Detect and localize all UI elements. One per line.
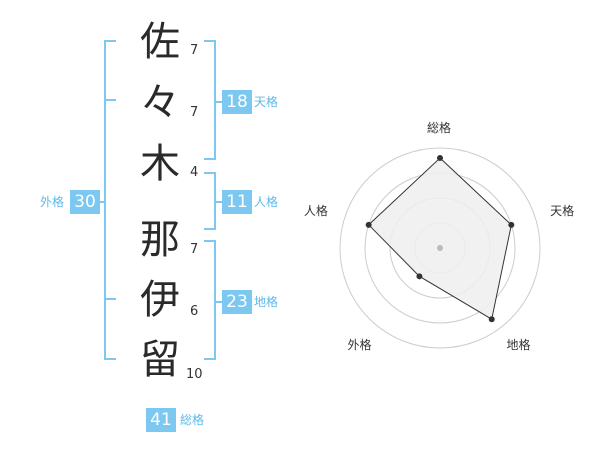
given-char-1: 那: [140, 217, 180, 263]
chikaku-bracket-vertical: [214, 240, 216, 360]
tenkaku-bracket-connector: [214, 101, 222, 103]
chikaku-label: 地格: [254, 295, 279, 309]
stroke-count-given-3: 10: [186, 367, 203, 382]
radar-axis-label-4: 外格: [347, 338, 372, 353]
stroke-count-surname-1: 7: [190, 43, 199, 58]
given-char-3: 留: [140, 337, 180, 383]
outer-bracket-top-tick: [104, 40, 116, 42]
jinkaku-label: 人格: [254, 195, 279, 209]
outer-bracket-connector: [96, 201, 104, 203]
tenkaku-bracket-top: [204, 40, 216, 42]
radar-center-point: [437, 245, 443, 251]
soukaku-label: 総格: [180, 413, 205, 427]
radar-axis-label-3: 地格: [506, 338, 531, 353]
stroke-count-surname-3: 4: [190, 165, 199, 180]
radar-point-5: [365, 221, 372, 228]
stroke-count-given-1: 7: [190, 242, 199, 257]
radar-shape: [365, 155, 515, 323]
gaikaku-score-badge: 30: [70, 190, 100, 214]
radar-point-1: [437, 155, 443, 161]
soukaku-score-badge: 41: [146, 408, 176, 432]
radar-axis-label-5: 人格: [303, 203, 328, 218]
jinkaku-score-badge: 11: [222, 190, 252, 214]
outer-bracket-vertical: [104, 40, 106, 360]
tenkaku-score-badge: 18: [222, 90, 252, 114]
chikaku-bracket-bottom: [204, 358, 216, 360]
surname-char-3: 木: [140, 141, 180, 187]
radar-axis-label-1: 総格: [427, 121, 452, 135]
chikaku-bracket-top: [204, 240, 216, 242]
outer-bracket-mid-tick-1: [104, 99, 116, 101]
jinkaku-bracket-bottom: [204, 228, 216, 230]
tenkaku-bracket-bottom: [204, 158, 216, 160]
radar-point-3: [488, 316, 495, 323]
radar-axis-label-2: 天格: [550, 203, 575, 218]
radar-polygon: [367, 157, 512, 320]
gaikaku-label: 外格: [40, 195, 65, 209]
jinkaku-bracket-connector: [214, 201, 222, 203]
tenkaku-bracket-vertical: [214, 40, 216, 160]
given-char-2: 伊: [140, 277, 180, 323]
radar-point-4: [416, 273, 423, 280]
chikaku-bracket-connector: [214, 301, 222, 303]
surname-char-2: 々: [140, 80, 180, 126]
radar-point-2: [508, 221, 515, 228]
jinkaku-bracket-top: [204, 172, 216, 174]
radar-ring-4: [339, 147, 541, 349]
outer-bracket-bottom-tick: [104, 358, 116, 360]
stroke-count-given-2: 6: [190, 304, 199, 319]
surname-char-1: 佐: [140, 19, 180, 65]
outer-bracket-mid-tick-2: [104, 298, 116, 300]
tenkaku-label: 天格: [254, 95, 279, 109]
stroke-count-surname-2: 7: [190, 105, 199, 120]
chikaku-score-badge: 23: [222, 290, 252, 314]
